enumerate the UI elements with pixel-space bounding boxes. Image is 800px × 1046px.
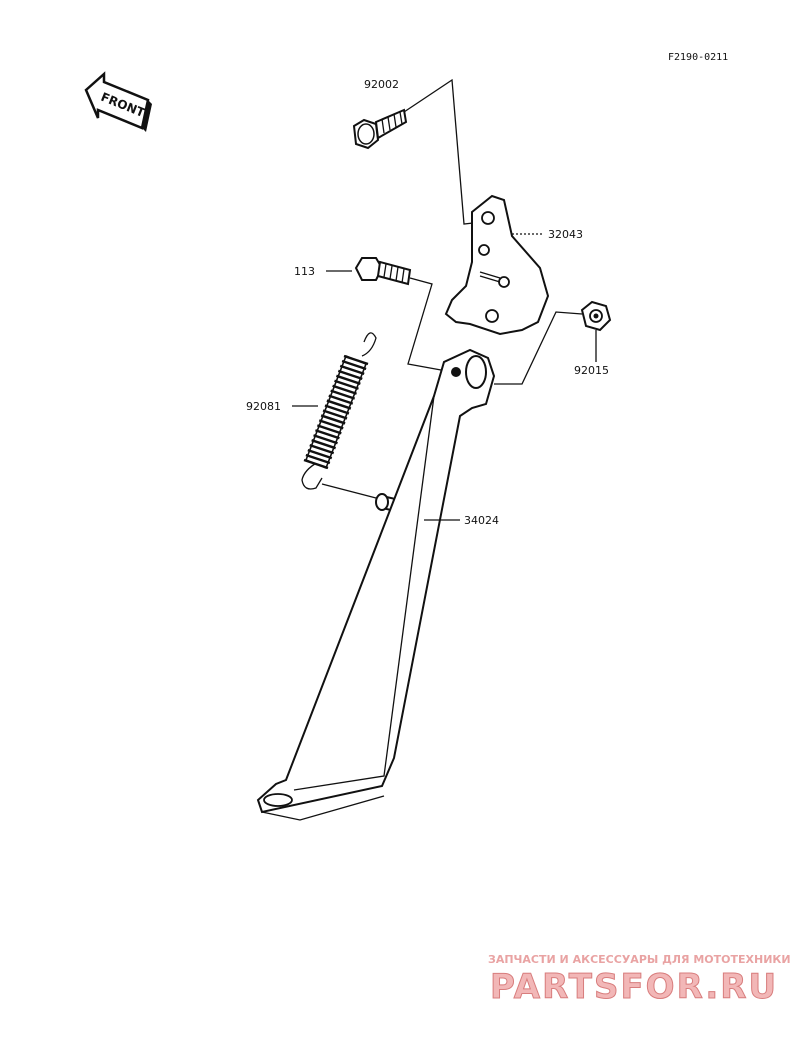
side-stand-34024 [256,348,496,821]
bracket-32043 [444,194,550,336]
label-32043: 32043 [548,228,583,241]
diagram-code: F2190-0211 [668,52,728,63]
bolt-113 [354,257,412,286]
label-113: 113 [294,265,315,278]
leader-pin [321,483,377,499]
label-34024: 34024 [464,514,499,527]
label-92081: 92081 [246,400,281,413]
front-arrow-icon: FRONT [84,71,152,132]
label-92002: 92002 [364,78,399,91]
watermark-tagline: ЗАПЧАСТИ И АКСЕССУАРЫ ДЛЯ МОТОТЕХНИКИ [488,953,791,966]
bolt-92002 [352,108,408,150]
leader-113 [407,277,453,373]
leader-92015-link [494,311,583,385]
leader-92002 [403,78,483,225]
spring-92081 [301,332,377,490]
label-92015: 92015 [574,364,609,377]
nut-92015 [580,300,612,332]
watermark-brand: PARTSFOR.RU [490,967,778,1007]
